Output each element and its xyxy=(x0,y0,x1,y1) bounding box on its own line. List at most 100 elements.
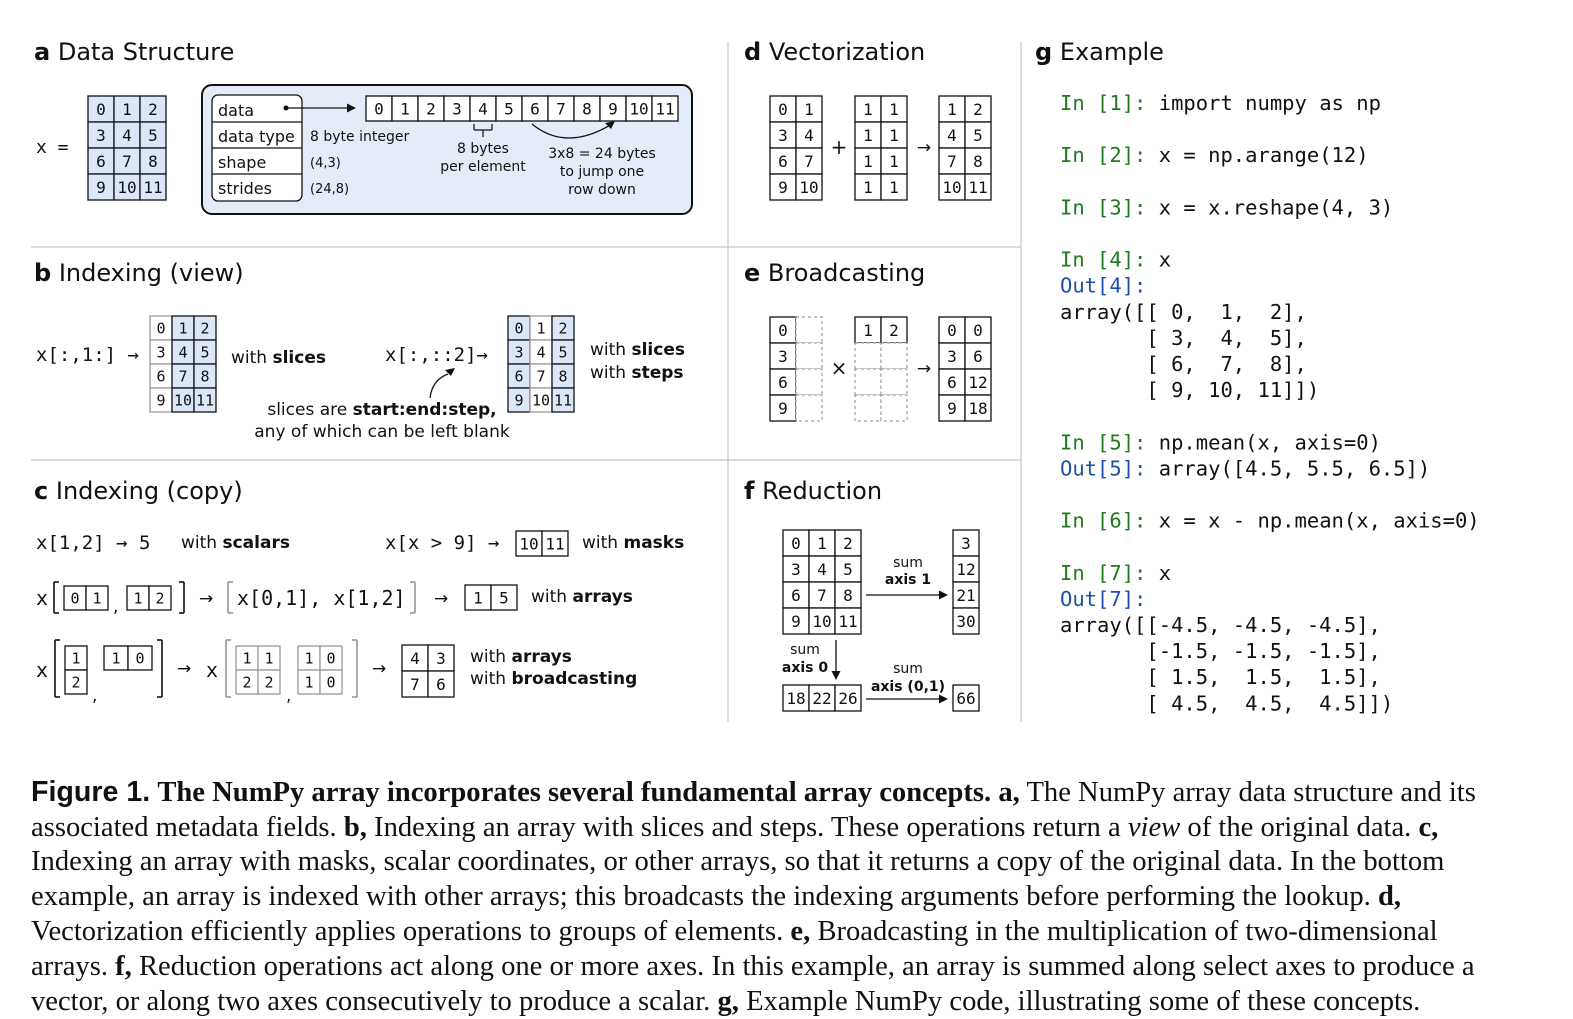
total-sum-cell xyxy=(952,684,980,712)
bcast-result-cell-value: 4 xyxy=(410,649,420,668)
panel-title-d: d Vectorization xyxy=(744,38,925,66)
panel-title-c: c Indexing (copy) xyxy=(34,477,243,505)
bcast-col-stretch-cell xyxy=(795,316,823,344)
bcast-note: with broadcasting xyxy=(470,669,637,689)
matrix-x-cell xyxy=(139,121,167,149)
text-span: slices xyxy=(272,348,326,368)
text-span: arrays xyxy=(572,587,632,607)
matrix-x-cell-value: 10 xyxy=(117,178,136,197)
reduce-matrix-cell-value: 11 xyxy=(838,612,857,631)
col-index-cell-value: 2 xyxy=(71,673,80,691)
bcast-product-cell-value: 0 xyxy=(973,321,983,340)
text-span: slices are xyxy=(267,400,352,420)
reduce-matrix-cell xyxy=(782,607,810,635)
text-span: Indexing (view) xyxy=(51,259,243,287)
view-2-cell-value: 3 xyxy=(514,343,523,361)
view-1-cell-value: 5 xyxy=(200,343,209,361)
vec-result-cell xyxy=(964,121,992,149)
row-index-cell-value: 1 xyxy=(111,649,120,667)
panel-title-f: f Reduction xyxy=(744,477,882,505)
bcast-col-cell-value: 3 xyxy=(778,347,788,366)
slice-note: slices are start:end:step, xyxy=(267,400,496,420)
vec-b-cell-value: 1 xyxy=(889,126,899,145)
vec-b-cell-value: 1 xyxy=(863,126,873,145)
matrix-x-cell-value: 8 xyxy=(148,152,158,171)
col-sum-cell xyxy=(834,684,862,712)
vec-result-cell-value: 10 xyxy=(942,178,961,197)
text-span: with xyxy=(582,533,623,553)
text-span: with xyxy=(181,533,222,553)
index-array-b-cell xyxy=(148,585,172,611)
bcast-col-cell-value: 6 xyxy=(778,373,788,392)
in-prompt: In [7]: xyxy=(1060,561,1146,585)
figure-caption: Figure 1. The NumPy array incorporates s… xyxy=(31,775,1511,1019)
code-line: Out[7]: xyxy=(1060,587,1146,611)
code-text: [ 4.5, 4.5, 4.5]]) xyxy=(1060,691,1393,715)
arrow-grey: → xyxy=(177,659,191,679)
matrix-x-cell xyxy=(139,95,167,123)
plus-operator: + xyxy=(831,135,848,159)
array-index-x: x xyxy=(36,586,48,610)
view-2-cell-value: 10 xyxy=(532,391,550,409)
panel-title-e: e Broadcasting xyxy=(744,259,925,287)
comma: , xyxy=(113,597,118,617)
buffer-cell-value: 4 xyxy=(478,99,488,118)
vec-result-cell xyxy=(938,121,966,149)
buffer-cell xyxy=(469,95,497,122)
bcast-right-cell-value: 1 xyxy=(304,673,313,691)
code-text: x xyxy=(1146,248,1171,272)
bcast-row-cell-value: 1 xyxy=(863,321,873,340)
text-span: scalars xyxy=(222,533,289,553)
vec-a-cell xyxy=(795,121,823,149)
vec-result-cell-value: 7 xyxy=(947,152,957,171)
vec-b-cell-value: 1 xyxy=(863,178,873,197)
vec-b-cell xyxy=(880,95,908,123)
matrix-x-cell-value: 9 xyxy=(96,178,106,197)
reduce-matrix-cell-value: 10 xyxy=(812,612,831,631)
buffer-cell-value: 5 xyxy=(504,99,514,118)
col-index-cell xyxy=(64,669,88,695)
view-2-cell-value: 11 xyxy=(554,391,572,409)
view-1-cell-value: 2 xyxy=(200,319,209,337)
text-span: steps xyxy=(631,363,683,383)
code-text: x = x - np.mean(x, axis=0) xyxy=(1146,509,1479,533)
bcast-index-x-grey: x xyxy=(206,658,218,682)
bcast-row-stretch-cell xyxy=(880,394,908,422)
code-text: x = x.reshape(4, 3) xyxy=(1146,195,1393,219)
reduce-matrix-cell xyxy=(834,581,862,609)
text-span: b xyxy=(34,259,51,287)
code-line: [ 4.5, 4.5, 4.5]]) xyxy=(1060,691,1393,715)
comma: , xyxy=(92,686,97,706)
text-span: c xyxy=(34,477,48,505)
vec-result-cell-value: 4 xyxy=(947,126,957,145)
code-text: np.mean(x, axis=0) xyxy=(1146,430,1381,454)
vec-b-cell xyxy=(854,173,882,201)
view-2-note: with steps xyxy=(590,363,684,383)
vec-a-cell-value: 7 xyxy=(804,152,814,171)
sum-axis0-arrow-head xyxy=(831,671,841,680)
reduce-matrix-cell xyxy=(808,529,836,557)
caption-text-a: The NumPy array data structure and its a… xyxy=(31,776,1476,843)
note-bytes: per element xyxy=(440,159,526,175)
text-span: e xyxy=(744,259,760,287)
reduce-matrix-cell-value: 1 xyxy=(817,534,827,553)
vec-b-cell-value: 1 xyxy=(889,178,899,197)
slice-note: any of which can be left blank xyxy=(254,422,510,442)
row-sum-cell-value: 3 xyxy=(961,534,971,553)
col-sum-cell-value: 18 xyxy=(786,689,805,708)
arrow-result: → xyxy=(917,359,931,379)
bcast-right-cell xyxy=(319,669,343,695)
row-sum-cell-value: 21 xyxy=(956,586,975,605)
vec-a-cell-value: 10 xyxy=(799,178,818,197)
vec-a-cell-value: 1 xyxy=(804,100,814,119)
caption-tag-e: e, xyxy=(790,916,811,948)
row-index-cell xyxy=(127,645,153,671)
view-1-cell xyxy=(193,387,217,413)
matrix-x-cell-value: 3 xyxy=(96,126,106,145)
bcast-right-cell-value: 0 xyxy=(326,673,335,691)
vec-b-cell xyxy=(880,173,908,201)
mask-result-cell-value: 11 xyxy=(545,534,564,553)
reduce-matrix-cell-value: 7 xyxy=(817,586,827,605)
vec-result-cell xyxy=(964,173,992,201)
text-span: with xyxy=(231,348,272,368)
